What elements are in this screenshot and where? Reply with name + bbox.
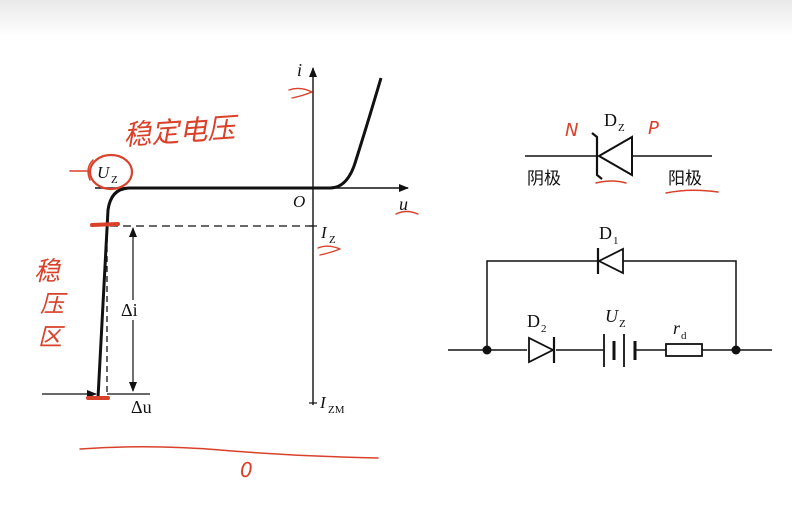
delta-i-label: Δi — [121, 300, 138, 320]
iz-highlight-mark — [90, 222, 120, 227]
iz-label-sub: Z — [329, 234, 336, 246]
d2-label-sub: 2 — [541, 323, 547, 335]
regulation-region-char-1: 稳 — [34, 257, 61, 287]
iz-label: I — [320, 223, 328, 242]
anode-label: 阳极 — [668, 169, 702, 189]
d2-label: D — [527, 311, 540, 331]
delta-u-label: Δu — [131, 397, 152, 417]
uz-highlight-circle — [88, 153, 134, 191]
stable-voltage-note: 稳定电压 — [122, 111, 241, 152]
rd-label: r — [673, 318, 681, 338]
uz-label: U — [97, 163, 111, 182]
uz-circuit-label: U — [605, 306, 619, 326]
junction-left — [482, 345, 492, 355]
izm-label: I — [319, 393, 327, 412]
dz-label: D — [604, 110, 617, 130]
izm-label-sub: ZM — [328, 404, 345, 416]
zener-bar — [591, 132, 603, 180]
p-mark: P — [648, 118, 659, 139]
i-axis-underline — [288, 87, 313, 99]
uz-circuit-label-sub: Z — [619, 318, 626, 330]
rd-label-sub: d — [681, 330, 687, 342]
regulation-region-char-3: 区 — [38, 323, 65, 351]
dz-label-sub: Z — [618, 122, 625, 134]
uz-highlight-circle-stroke — [87, 159, 94, 181]
iz-underline — [317, 245, 341, 256]
uz-label-sub: Z — [111, 174, 118, 186]
zener-triangle — [596, 135, 633, 177]
rd-resistor — [665, 343, 703, 357]
u-axis-underline — [395, 210, 419, 215]
red-annotations: 稳定电压 稳 压 区 N P 0 — [34, 87, 719, 482]
i-axis-label: i — [297, 60, 302, 80]
regulation-region-char-2: 压 — [40, 290, 68, 318]
anode-underline — [665, 189, 719, 194]
equivalent-circuit: D 1 D 2 U Z r d — [448, 223, 772, 367]
bottom-scribble-line — [79, 445, 379, 459]
bottom-circle-mark: 0 — [240, 458, 253, 482]
junction-right — [731, 345, 741, 355]
d1-branch-wire — [486, 260, 737, 350]
origin-label: O — [293, 192, 305, 211]
u-axis-label: u — [399, 194, 408, 214]
zener-symbol: D Z 阴极 阳极 — [525, 110, 712, 189]
iv-curve — [96, 77, 383, 399]
d1-label-sub: 1 — [613, 235, 619, 247]
d1-diode — [596, 247, 624, 275]
cathode-underline — [595, 180, 627, 184]
iv-characteristic-graph: i u O U Z I Z I ZM Δi Δu — [42, 60, 409, 417]
cathode-label: 阴极 — [527, 169, 561, 189]
top-band — [0, 0, 792, 36]
n-mark: N — [565, 120, 578, 141]
d1-label: D — [599, 223, 612, 243]
d2-diode — [528, 336, 556, 364]
